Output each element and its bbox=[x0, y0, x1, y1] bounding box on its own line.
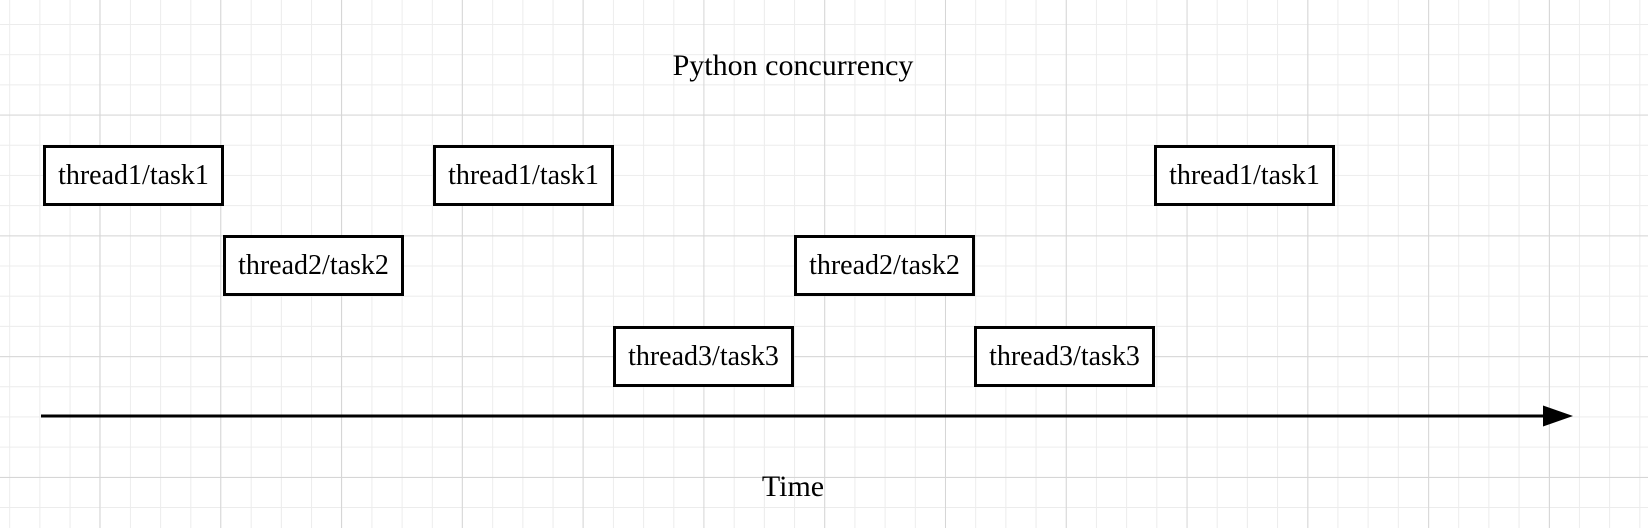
diagram-title: Python concurrency bbox=[672, 49, 914, 82]
time-axis-label: Time bbox=[761, 470, 825, 503]
task-box-thread2: thread2/task2 bbox=[223, 235, 404, 296]
task-box-thread2: thread2/task2 bbox=[794, 235, 975, 296]
task-box-thread3: thread3/task3 bbox=[974, 326, 1155, 387]
task-box-thread1: thread1/task1 bbox=[43, 145, 224, 206]
task-box-thread1: thread1/task1 bbox=[1154, 145, 1335, 206]
task-box-thread1: thread1/task1 bbox=[433, 145, 614, 206]
task-box-thread3: thread3/task3 bbox=[613, 326, 794, 387]
